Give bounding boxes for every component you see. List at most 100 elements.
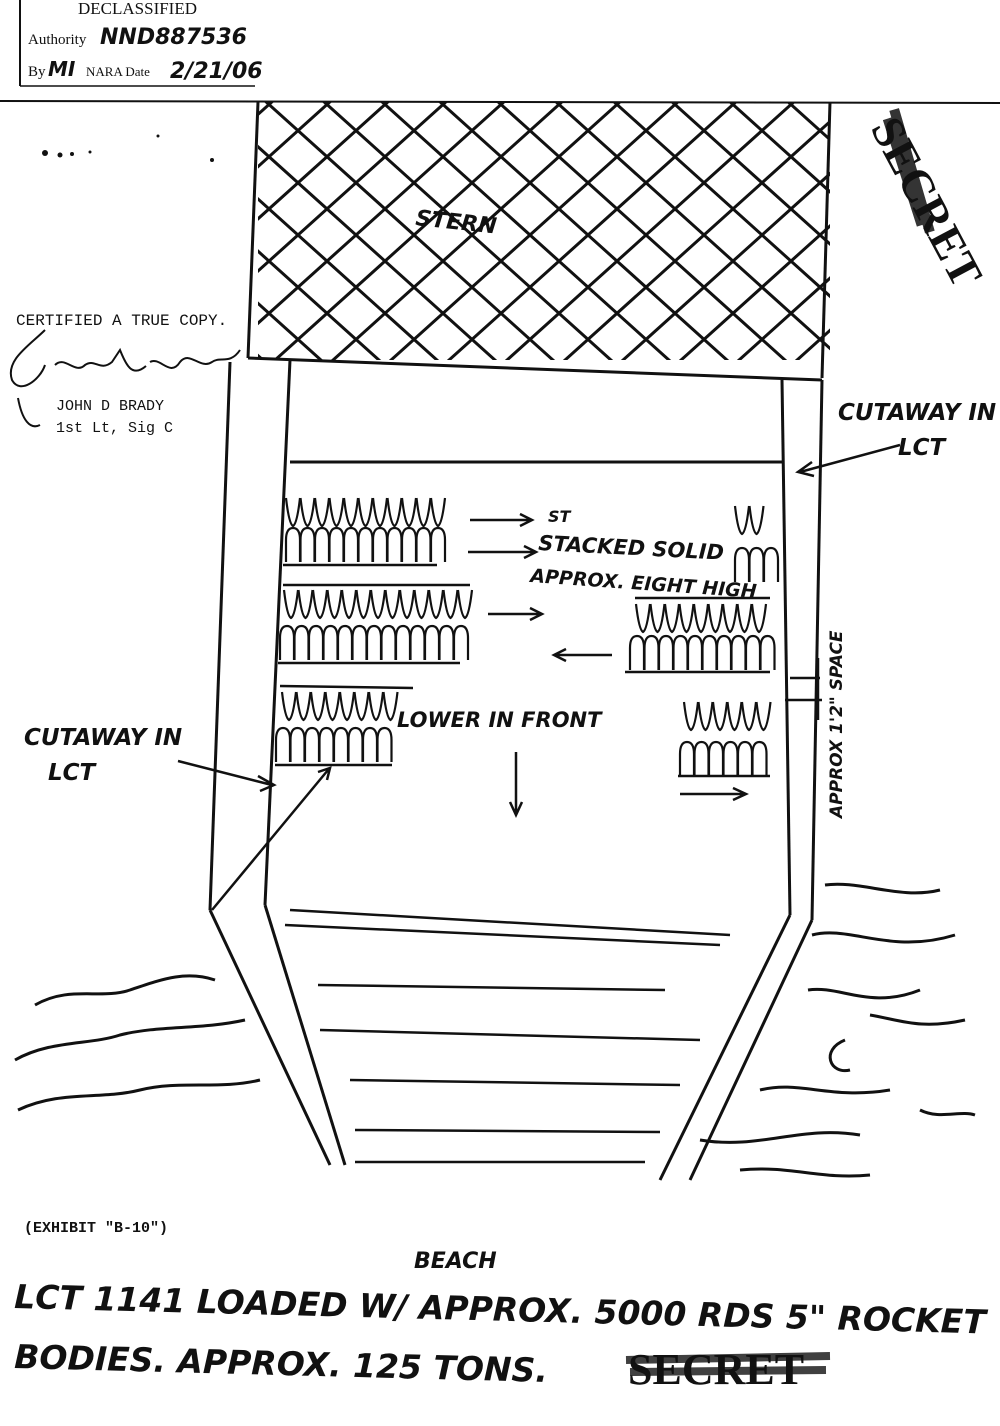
rocket-nose xyxy=(280,690,298,722)
rocket-nose xyxy=(284,496,302,528)
rocket-body xyxy=(322,624,339,662)
declassified-heading: DECLASSIFIED xyxy=(78,0,197,18)
rocket-nose xyxy=(748,504,765,536)
rocket-body xyxy=(722,740,739,778)
rocket-nose xyxy=(707,602,724,634)
rocket-body xyxy=(693,740,710,778)
rocket-body xyxy=(759,634,776,672)
rocket-nose xyxy=(324,690,341,722)
rocket-body xyxy=(299,526,316,564)
by-label: By xyxy=(28,64,46,80)
rocket-body xyxy=(733,546,751,584)
rocket-body xyxy=(342,526,360,564)
rocket-body xyxy=(423,624,441,662)
rocket-nose xyxy=(750,602,768,634)
lct-hull xyxy=(208,359,824,1181)
date-value: 2/21/06 xyxy=(170,59,263,84)
rocket-body xyxy=(415,526,432,564)
rocket-body xyxy=(394,624,412,662)
rocket-nose xyxy=(297,588,314,620)
nara-date-label: NARA Date xyxy=(86,64,150,79)
rocket-nose xyxy=(415,496,432,528)
rocket-nose xyxy=(429,496,447,528)
rocket-nose xyxy=(733,504,751,536)
rocket-nose xyxy=(367,690,385,722)
rocket-nose xyxy=(634,602,652,634)
authority-value: NND887536 xyxy=(100,25,247,50)
rocket-body xyxy=(284,526,302,564)
rocket-body xyxy=(371,526,389,564)
ramp-lines xyxy=(284,908,731,1164)
rocket-row xyxy=(274,726,393,764)
rocket-row xyxy=(282,588,474,620)
certification-block: CERTIFIED A TRUE COPY. JOHN D BRADY 1st … xyxy=(9,312,241,437)
signature xyxy=(9,329,241,428)
cutaway-left-line2: LCT xyxy=(48,760,98,786)
rocket-nose xyxy=(282,588,300,620)
rocket-body xyxy=(730,634,747,672)
stacked-prefix: ST xyxy=(548,507,572,526)
rocket-body xyxy=(307,624,325,662)
rocket-nose xyxy=(721,602,739,634)
rocket-body xyxy=(657,634,675,672)
certifier-name: JOHN D BRADY xyxy=(56,398,164,415)
rocket-body xyxy=(332,726,350,764)
rocket-nose xyxy=(338,690,356,722)
rocket-nose xyxy=(353,690,370,722)
rocket-body xyxy=(351,624,368,662)
rocket-body xyxy=(380,624,397,662)
rocket-nose xyxy=(295,690,312,722)
rocket-nose xyxy=(313,496,331,528)
declassified-stamp: DECLASSIFIED Authority NND887536 By MI N… xyxy=(19,0,263,87)
cutaway-right-line1: CUTAWAY IN xyxy=(838,400,996,426)
rocket-body xyxy=(452,624,470,662)
rocket-body xyxy=(701,634,718,672)
rocket-body xyxy=(361,726,379,764)
rocket-body xyxy=(744,634,762,672)
rocket-row xyxy=(678,740,768,778)
rocket-nose xyxy=(442,588,459,620)
rocket-nose xyxy=(326,588,343,620)
beach-label: BEACH xyxy=(414,1249,497,1274)
rocket-nose xyxy=(663,602,681,634)
rocket-nose xyxy=(384,588,401,620)
stern-label: STERN xyxy=(414,206,497,239)
rocket-body xyxy=(762,546,780,584)
space-label: APPROX 1'2" SPACE xyxy=(827,630,847,820)
rocket-nose xyxy=(369,588,387,620)
rocket-body xyxy=(672,634,689,672)
rocket-body xyxy=(386,526,403,564)
rocket-row xyxy=(634,602,768,634)
flow-arrows xyxy=(177,443,901,911)
rocket-body xyxy=(748,546,765,584)
rocket-nose xyxy=(649,602,666,634)
rocket-row xyxy=(278,624,470,662)
rocket-nose xyxy=(311,588,329,620)
rocket-body xyxy=(438,624,455,662)
rocket-nose xyxy=(678,602,695,634)
rocket-body xyxy=(313,526,331,564)
rocket-row xyxy=(284,526,447,564)
rocket-nose xyxy=(355,588,372,620)
rocket-body xyxy=(357,526,374,564)
rocket-nose xyxy=(371,496,389,528)
rocket-nose xyxy=(740,700,758,732)
rocket-body xyxy=(751,740,768,778)
rocket-nose xyxy=(427,588,445,620)
rocket-nose xyxy=(386,496,403,528)
rocket-nose xyxy=(682,700,700,732)
authority-label: Authority xyxy=(28,32,87,48)
stack-shelves xyxy=(275,563,770,778)
rocket-body xyxy=(429,526,447,564)
rocket-body xyxy=(278,624,296,662)
rocket-body xyxy=(328,526,345,564)
rocket-body xyxy=(736,740,754,778)
lower-in-front-label: LOWER IN FRONT xyxy=(397,708,603,732)
rocket-nose xyxy=(299,496,316,528)
rocket-nose xyxy=(711,700,729,732)
sketch-labels: CUTAWAY IN LCT CUTAWAY IN LCT ST STACKED… xyxy=(24,400,996,1274)
rocket-nose xyxy=(357,496,374,528)
rocket-body xyxy=(678,740,696,778)
rocket-row xyxy=(628,634,776,672)
